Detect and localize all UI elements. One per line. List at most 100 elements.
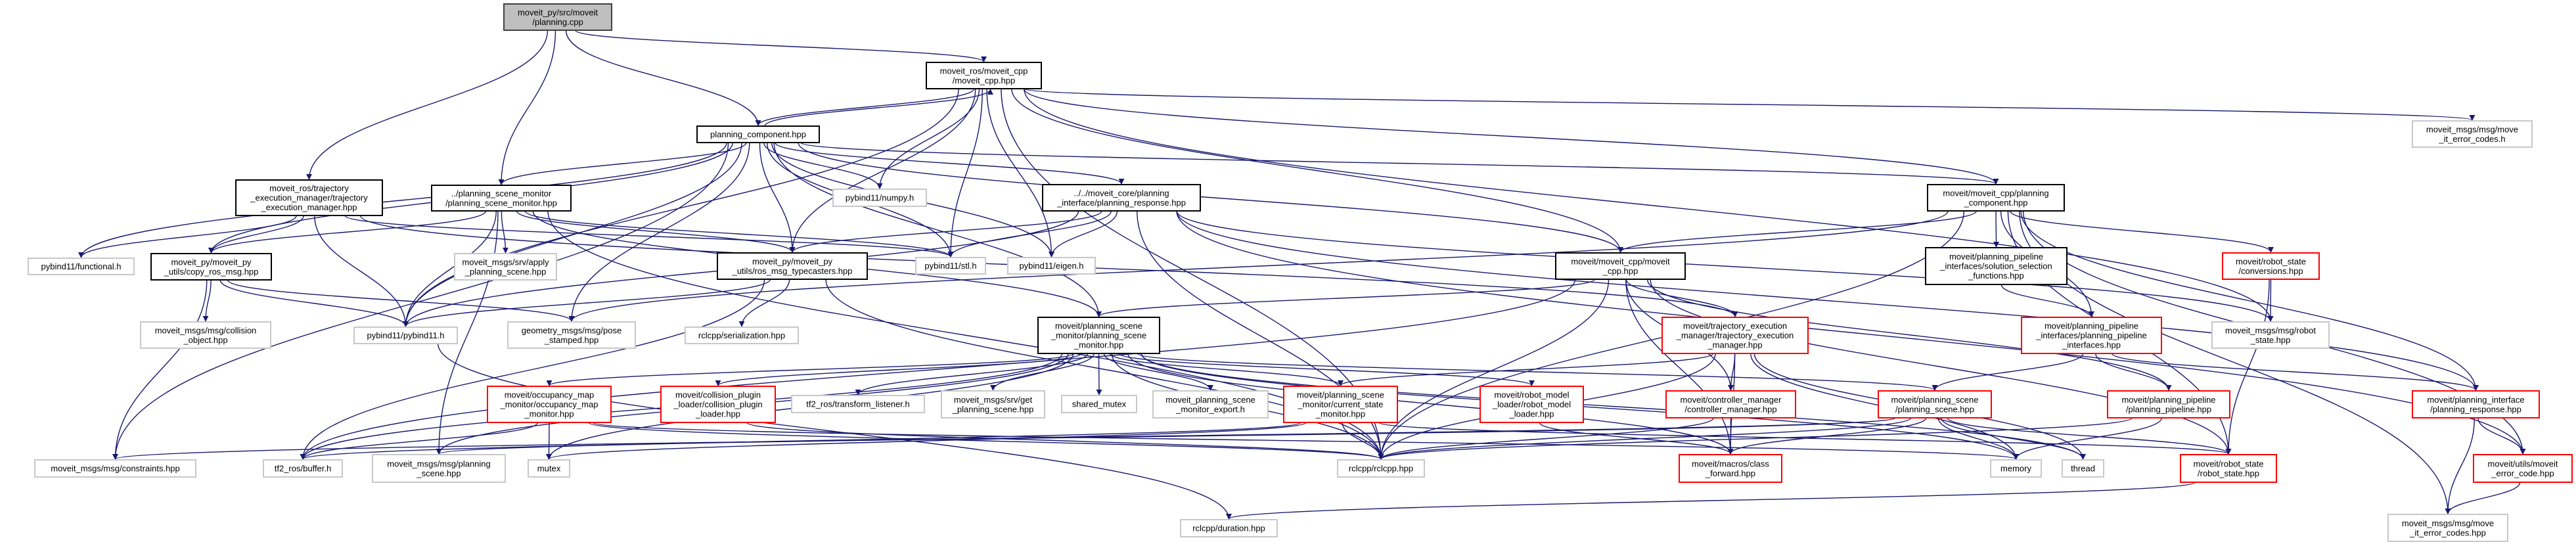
- node-label-line: thread: [2071, 464, 2095, 474]
- node-box: [1661, 317, 1809, 354]
- node-box: [1679, 454, 1782, 483]
- node-label-line: moveit/robot_state: [2236, 256, 2306, 266]
- edge-moveit_cpp-to-err_codes_h: [1024, 88, 2475, 121]
- node-msg_robot_state[interactable]: moveit_msgs/msg/robot_state.hpp: [2211, 321, 2330, 349]
- node-psm_export[interactable]: moveit_planning_scene_monitor_export.h: [1152, 390, 1269, 418]
- node-label-line: _monitor/occupancy_map: [500, 399, 599, 409]
- edge-typecasters-to-tf2_buffer: [300, 279, 765, 460]
- edge-pipe_if-to-pp_red: [2095, 353, 2172, 391]
- node-get_ps[interactable]: moveit_msgs/srv/get_planning_scene.hpp: [941, 390, 1045, 418]
- node-box: [353, 327, 458, 344]
- node-label-line: _execution_manager/trajectory: [250, 193, 368, 203]
- edge-traj_ros-to-copy_ros_msg: [208, 215, 304, 254]
- edge-psm_rel-to-stl: [524, 210, 954, 258]
- edge-psm_rel-to-apply_ps: [501, 210, 508, 254]
- node-duration[interactable]: rclcpp/duration.hpp: [1180, 519, 1278, 537]
- node-mcpp_pc[interactable]: moveit/moveit_cpp/planning_component.hpp: [1927, 184, 2065, 212]
- node-box: [1037, 317, 1160, 354]
- node-memory[interactable]: memory: [1990, 459, 2042, 478]
- node-copy_ros_msg[interactable]: moveit_py/moveit_py_utils/copy_ros_msg.h…: [150, 253, 272, 281]
- node-typecasters[interactable]: moveit_py/moveit_py_utils/ros_msg_typeca…: [717, 252, 868, 280]
- node-label-line: /planning_scene_monitor.hpp: [445, 198, 557, 208]
- node-err_code_red[interactable]: moveit/utils/moveit_error_code.hpp: [2473, 454, 2573, 483]
- node-csm[interactable]: moveit/planning_scene_monitor/current_st…: [1283, 386, 1398, 423]
- node-label-line: rclcpp/rclcpp.hpp: [1349, 464, 1413, 474]
- edge-resp_rel-to-typecasters: [789, 210, 1102, 253]
- node-label-line: _forward.hpp: [1705, 468, 1755, 478]
- edge-psm_moveit-to-ps_red: [1137, 353, 1938, 391]
- node-pybind11[interactable]: pybind11/pybind11.h: [353, 327, 458, 344]
- node-tf2_buffer[interactable]: tf2_ros/buffer.h: [263, 459, 343, 478]
- node-box: [1042, 184, 1201, 212]
- node-numpy[interactable]: pybind11/numpy.h: [832, 189, 927, 207]
- node-rclcpp[interactable]: rclcpp/rclcpp.hpp: [1337, 459, 1425, 478]
- node-resp_rel[interactable]: ../../moveit_core/planning_interface/pla…: [1042, 184, 1201, 212]
- node-rs_red[interactable]: moveit/robot_state/robot_state.hpp: [2180, 454, 2277, 483]
- node-psm_moveit[interactable]: moveit/planning_scene_monitor/planning_s…: [1037, 317, 1160, 354]
- node-pose_stamped[interactable]: geometry_msgs/msg/pose_stamped.hpp: [507, 321, 636, 349]
- node-label-line: moveit/planning_pipeline: [2045, 321, 2138, 331]
- node-ps_red[interactable]: moveit/planning_scene/planning_scene.hpp: [1878, 390, 1992, 418]
- node-shared_mutex[interactable]: shared_mutex: [1061, 395, 1137, 413]
- node-err_codes_h[interactable]: moveit_msgs/msg/move_it_error_codes.h: [2412, 120, 2533, 148]
- node-label-line: moveit_py/src/moveit: [518, 7, 598, 17]
- node-functional[interactable]: pybind11/functional.h: [28, 258, 135, 275]
- edge-solution_sel-to-pipe_if: [2000, 284, 2094, 317]
- node-box: [717, 252, 868, 280]
- node-pp_red[interactable]: moveit/planning_pipeline/planning_pipeli…: [2107, 390, 2230, 418]
- edge-typecasters-to-rclcpp: [825, 279, 1384, 460]
- node-serialization[interactable]: rclcpp/serialization.hpp: [685, 327, 799, 344]
- node-box: [2473, 454, 2573, 483]
- edge-moveit_cpp-to-msg_robot_state: [1024, 88, 2274, 322]
- node-box: [1061, 395, 1137, 413]
- node-label-line: moveit/robot_model: [1494, 390, 1569, 400]
- edge-pybind11-to-duration: [437, 343, 1232, 520]
- node-planning_cpp[interactable]: moveit_py/src/moveit/planning.cpp: [503, 3, 612, 31]
- edge-psm_moveit-to-coll_plugin: [715, 353, 1082, 386]
- node-label-line: _monitor.hpp: [524, 409, 574, 419]
- node-mutex[interactable]: mutex: [528, 459, 570, 478]
- edge-ctrl_mgr-to-rclcpp: [1378, 417, 1714, 460]
- node-traj_red[interactable]: moveit/trajectory_execution_manager/traj…: [1661, 317, 1809, 354]
- node-label-line: pybind11/pybind11.h: [367, 330, 444, 340]
- node-rml[interactable]: moveit/robot_model_loader/robot_model_lo…: [1480, 386, 1584, 423]
- node-label-line: /planning_pipeline.hpp: [2126, 404, 2211, 414]
- node-tf2_listener[interactable]: tf2_ros/transform_listener.h: [791, 395, 925, 413]
- edge-planning_component-to-psm_rel: [498, 142, 747, 185]
- node-traj_ros[interactable]: moveit_ros/trajectory_execution_manager/…: [235, 179, 383, 216]
- node-apply_ps[interactable]: moveit_msgs/srv/apply_planning_scene.hpp: [454, 253, 557, 281]
- node-coll_plugin[interactable]: moveit/collision_plugin_loader/collision…: [660, 386, 776, 423]
- node-label-line: planning_component.hpp: [710, 129, 806, 139]
- node-box: [1665, 390, 1796, 418]
- node-constraints[interactable]: moveit_msgs/msg/constraints.hpp: [34, 459, 196, 478]
- edge-moveit_cpp-to-numpy: [876, 88, 980, 189]
- node-thread[interactable]: thread: [2062, 459, 2104, 478]
- node-occupancy[interactable]: moveit/occupancy_map_monitor/occupancy_m…: [487, 386, 612, 423]
- edge-occupancy-to-tf2_buffer: [300, 422, 539, 460]
- node-psm_rel[interactable]: ../planning_scene_monitor/planning_scene…: [431, 185, 572, 212]
- node-planning_component[interactable]: planning_component.hpp: [696, 125, 820, 143]
- node-eigen[interactable]: pybind11/eigen.h: [1007, 257, 1096, 275]
- edge-moveit_cpp-to-pybind11: [403, 88, 959, 327]
- node-ps_msg[interactable]: moveit_msgs/msg/planning_scene.hpp: [372, 454, 506, 483]
- node-conversions[interactable]: moveit/robot_state/conversions.hpp: [2222, 252, 2320, 280]
- node-solution_sel[interactable]: moveit/planning_pipeline_interfaces/solu…: [1925, 247, 2068, 285]
- edge-moveit_cpp-to-mcpp_pc: [1024, 88, 1999, 185]
- node-class_fwd[interactable]: moveit/macros/class_forward.hpp: [1679, 454, 1782, 483]
- nodes-layer: moveit_py/src/moveit/planning.cppmoveit_…: [28, 3, 2573, 542]
- node-moveit_cpp[interactable]: moveit_ros/moveit_cpp/moveit_cpp.hpp: [926, 62, 1042, 89]
- node-pipe_if[interactable]: moveit/planning_pipeline_interfaces/plan…: [2021, 317, 2162, 354]
- edge-mcpp_pc-to-conversions: [2010, 210, 2274, 253]
- node-label-line: moveit_ros/moveit_cpp: [940, 66, 1028, 76]
- node-ctrl_mgr[interactable]: moveit/controller_manager/controller_man…: [1665, 390, 1796, 418]
- node-stl[interactable]: pybind11/stl.h: [915, 257, 986, 275]
- edge-err_code_red-to-err_codes_hpp: [2445, 482, 2521, 514]
- node-collision_object[interactable]: moveit_msgs/msg/collision_object.hpp: [140, 321, 271, 349]
- node-label-line: moveit_msgs/srv/get: [954, 395, 1033, 405]
- node-moveit_hpp[interactable]: moveit/moveit_cpp/moveit_cpp.hpp: [1555, 252, 1686, 280]
- node-err_codes_hpp[interactable]: moveit_msgs/msg/move_it_error_codes.hpp: [2387, 514, 2508, 542]
- edge-planning_component-to-resp_rel: [775, 142, 1125, 185]
- edge-psm_rel-to-typecasters: [516, 210, 796, 253]
- node-resp_red[interactable]: moveit/planning_interface/planning_respo…: [2412, 390, 2540, 418]
- node-label-line: _functions.hpp: [1968, 271, 2024, 281]
